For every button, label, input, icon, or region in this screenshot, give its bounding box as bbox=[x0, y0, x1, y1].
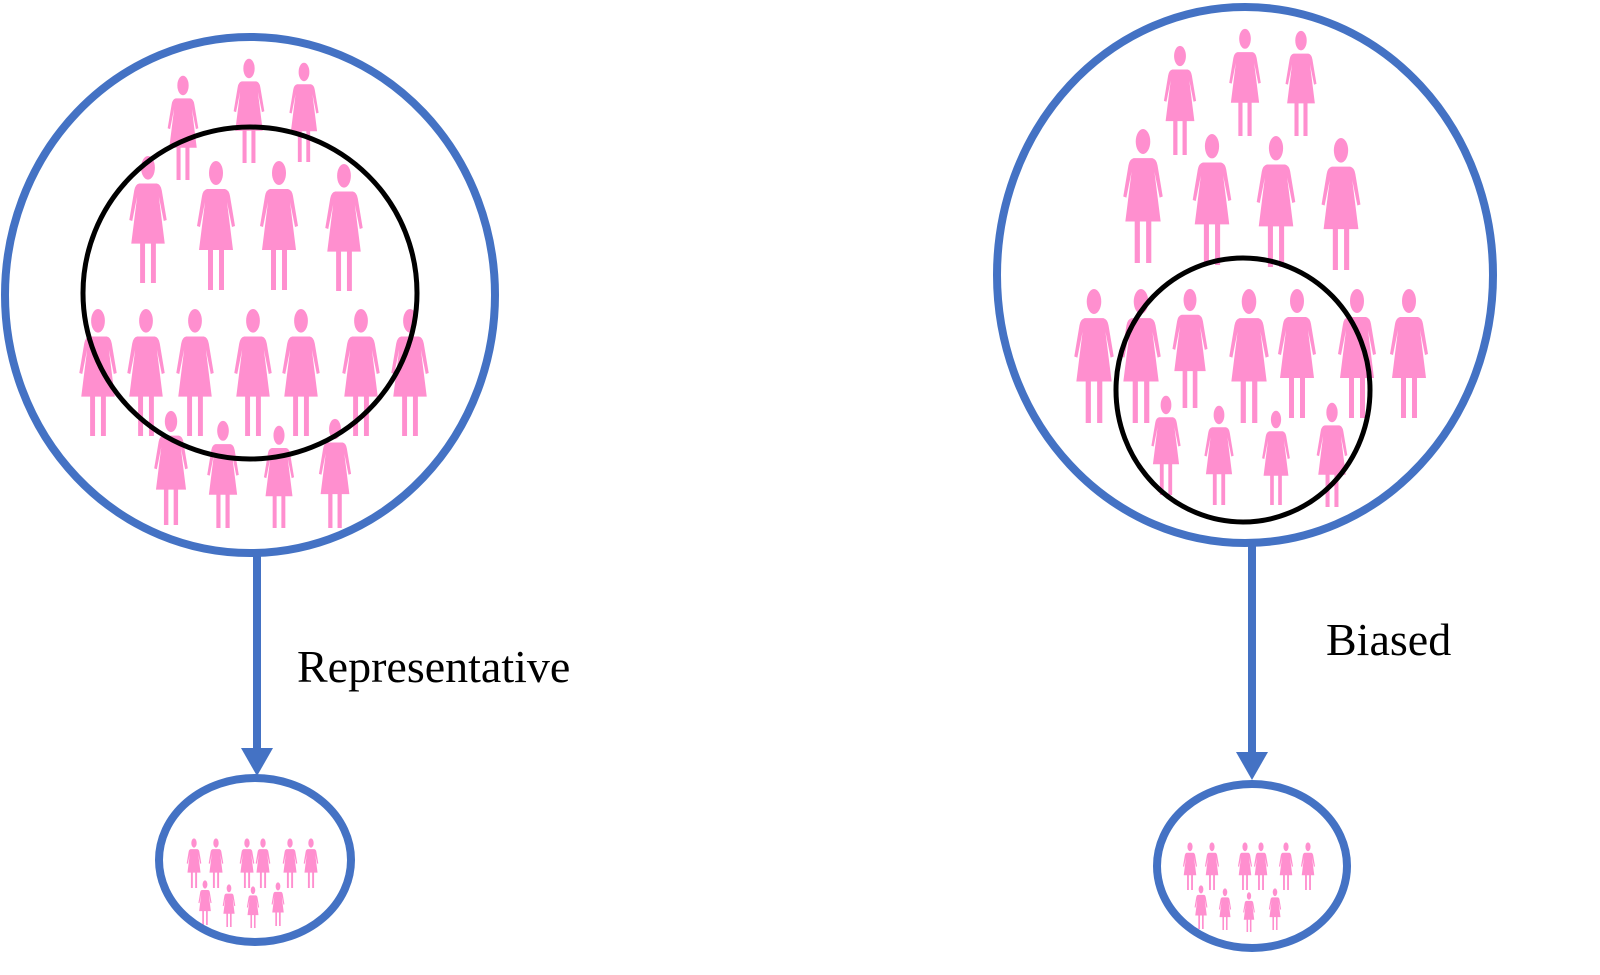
woman-icon bbox=[1204, 405, 1234, 505]
woman-icon bbox=[233, 58, 265, 163]
woman-icon bbox=[289, 62, 319, 162]
woman-icon bbox=[1278, 842, 1294, 890]
woman-icon bbox=[1243, 892, 1255, 932]
biased-label: Biased bbox=[1326, 614, 1451, 665]
woman-icon bbox=[1192, 134, 1232, 265]
woman-icon bbox=[271, 882, 285, 926]
woman-icon bbox=[1253, 842, 1269, 890]
woman-icon bbox=[255, 838, 271, 888]
woman-icon bbox=[207, 420, 239, 528]
woman-icon bbox=[1123, 129, 1163, 263]
woman-icon bbox=[1163, 45, 1197, 155]
woman-icon bbox=[1151, 395, 1181, 495]
woman-icon bbox=[222, 884, 236, 927]
sample-ring bbox=[1153, 780, 1351, 952]
woman-icon bbox=[239, 838, 255, 888]
woman-icon bbox=[186, 838, 202, 888]
woman-icon bbox=[246, 886, 260, 928]
people-group bbox=[79, 28, 1428, 932]
woman-icon bbox=[1194, 885, 1208, 929]
woman-icon bbox=[1262, 410, 1290, 505]
representative-panel: Representative bbox=[1, 33, 570, 946]
population-ring bbox=[1, 33, 499, 557]
woman-icon bbox=[325, 163, 363, 291]
woman-icon bbox=[303, 838, 319, 888]
woman-icon bbox=[1285, 30, 1317, 136]
population-ring bbox=[993, 3, 1497, 547]
woman-icon bbox=[198, 880, 212, 925]
woman-icon bbox=[282, 838, 298, 888]
woman-icon bbox=[1256, 136, 1296, 267]
woman-icon bbox=[1321, 138, 1361, 270]
woman-icon bbox=[1268, 888, 1282, 930]
woman-icon bbox=[1229, 289, 1269, 423]
arrow-head bbox=[1236, 752, 1268, 780]
woman-icon bbox=[1237, 842, 1253, 890]
woman-icon bbox=[1300, 842, 1316, 890]
woman-icon bbox=[1218, 888, 1232, 930]
sample-selection-ring bbox=[1113, 255, 1373, 525]
woman-icon bbox=[127, 308, 165, 436]
woman-icon bbox=[1278, 289, 1316, 418]
woman-icon bbox=[176, 308, 214, 436]
woman-icon bbox=[263, 425, 295, 528]
woman-icon bbox=[197, 161, 235, 290]
woman-icon bbox=[154, 410, 188, 525]
woman-icon bbox=[1204, 842, 1220, 890]
woman-icon bbox=[260, 161, 298, 290]
woman-icon bbox=[1074, 289, 1114, 423]
sample-selection-ring bbox=[80, 124, 420, 462]
woman-icon bbox=[208, 838, 224, 888]
woman-icon bbox=[167, 75, 199, 180]
woman-icon bbox=[282, 308, 320, 436]
representative-label: Representative bbox=[297, 641, 570, 692]
woman-icon bbox=[1229, 28, 1261, 137]
woman-icon bbox=[1172, 288, 1208, 408]
sample-ring bbox=[155, 774, 355, 946]
woman-icon bbox=[234, 308, 272, 436]
arrow-head bbox=[241, 748, 273, 776]
biased-panel: Biased bbox=[993, 3, 1497, 952]
woman-icon bbox=[1182, 842, 1198, 890]
woman-icon bbox=[1390, 289, 1428, 418]
